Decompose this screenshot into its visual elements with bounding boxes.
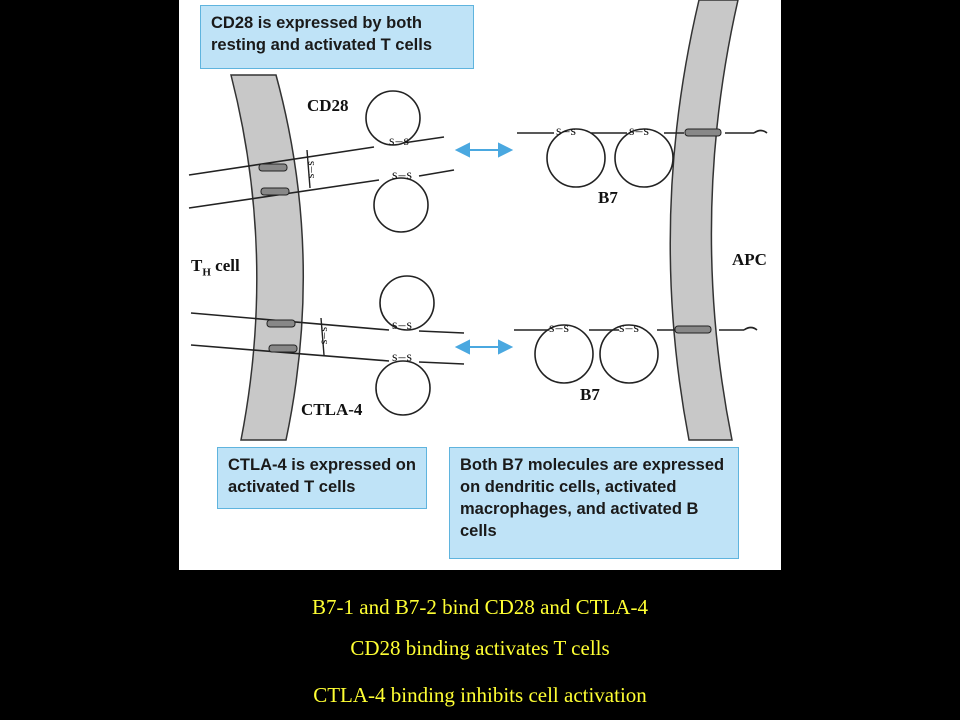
ctla4-label: CTLA-4 — [301, 400, 363, 419]
disulfide-label: s–s — [549, 321, 570, 336]
cd28-lower-chain — [188, 169, 455, 233]
diagram-figure: s–s s–s s–s s–s s–s s–s s–s s–s s–s s–s … — [179, 0, 781, 570]
b7-top-label: B7 — [598, 188, 618, 207]
ctla4-note: CTLA-4 is expressed on activated T cells — [217, 447, 427, 509]
th-cell-label: TH cell — [191, 256, 240, 279]
disulfide-label: s–s — [392, 350, 413, 365]
ctla4-lower-chain — [190, 344, 465, 416]
caption-line-2: CD28 binding activates T cells — [350, 636, 610, 660]
b7-upper-molecules — [517, 128, 768, 188]
disulfide-label: s–s — [392, 168, 413, 183]
th-cell-membrane — [230, 74, 305, 441]
binding-arrow-bottom — [454, 339, 514, 355]
cd28-upper-chain — [188, 90, 445, 176]
diagram-drawing — [188, 0, 768, 441]
transmembrane-coils — [258, 128, 722, 353]
interchain-disulfide-label: s–s — [303, 160, 317, 179]
binding-arrow-top — [454, 142, 514, 158]
disulfide-label: s–s — [392, 318, 413, 333]
disulfide-label: s–s — [619, 321, 640, 336]
disulfide-label: s–s — [629, 124, 650, 139]
apc-label: APC — [732, 250, 767, 269]
cd28-note: CD28 is expressed by both resting and ac… — [200, 5, 474, 69]
b7-lower-molecules — [514, 324, 758, 384]
interchain-disulfide-label: s–s — [316, 326, 330, 345]
caption-line-3: CTLA-4 binding inhibits cell activation — [313, 683, 647, 707]
cd28-interchain-bond — [306, 149, 311, 189]
b7-bottom-label: B7 — [580, 385, 600, 404]
apc-membrane — [669, 0, 739, 441]
ctla4-upper-chain — [190, 275, 465, 334]
disulfide-label: s–s — [556, 124, 577, 139]
b7-note: Both B7 molecules are expressed on dendr… — [449, 447, 739, 559]
caption-line-1: B7-1 and B7-2 bind CD28 and CTLA-4 — [312, 595, 648, 619]
cd28-label: CD28 — [307, 96, 349, 115]
ctla4-interchain-bond — [320, 317, 325, 356]
disulfide-label: s–s — [389, 134, 410, 149]
